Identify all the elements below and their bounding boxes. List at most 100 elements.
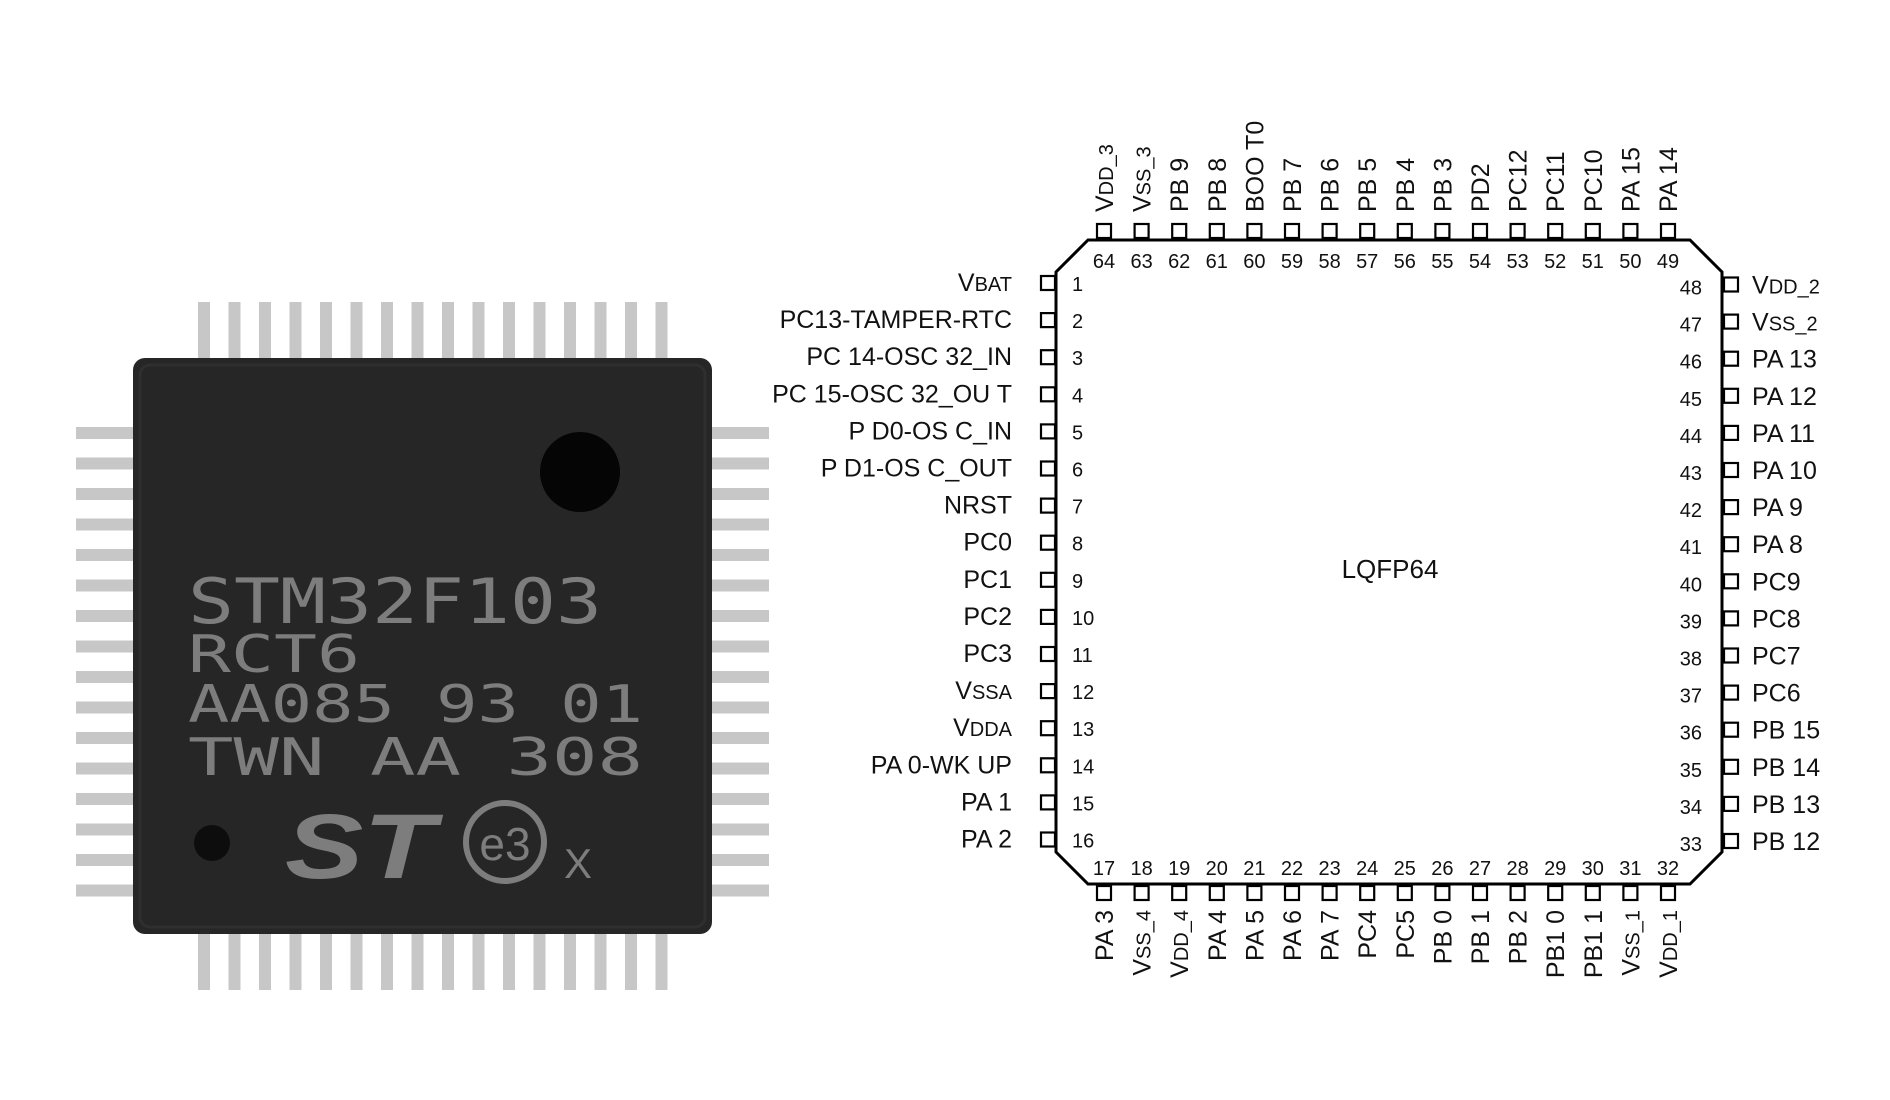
pin-number: 42 [1680, 500, 1702, 522]
pin-label: VSS_4 [1129, 910, 1157, 976]
pin-name-suffix: DD_2 [1769, 277, 1820, 299]
photo-lead-bottom [228, 932, 241, 990]
pin-label: PA 10 [1752, 457, 1817, 485]
pin-number: 40 [1680, 574, 1702, 596]
pin-number: 56 [1394, 251, 1416, 273]
pin-number: 47 [1680, 315, 1702, 337]
pin-number: 31 [1619, 858, 1641, 880]
pin-name-suffix: DD_4 [1171, 910, 1193, 961]
pin-number: 1 [1072, 274, 1083, 296]
pin-number: 32 [1657, 858, 1679, 880]
pin-number: 37 [1680, 686, 1702, 708]
pin-label: PC2 [963, 603, 1012, 631]
pin-pad [1722, 424, 1740, 441]
pin-number: 9 [1072, 571, 1083, 593]
pin-pad [1584, 222, 1601, 240]
pin-number: 26 [1431, 858, 1453, 880]
marking-line-2: RCT6 [188, 625, 360, 685]
pin-number: 2 [1072, 311, 1083, 333]
pin-label: PC9 [1752, 568, 1801, 596]
pin-label: PA 8 [1752, 531, 1803, 559]
pin-name-suffix: BAT [975, 274, 1012, 296]
pin-label: PA 5 [1241, 910, 1269, 961]
pin-name-suffix: SS_2 [1769, 314, 1818, 336]
pin-label: PA 9 [1752, 494, 1803, 522]
pin-number: 36 [1680, 723, 1702, 745]
pin-pad [1039, 720, 1057, 737]
pin-name-suffix: SSA [972, 682, 1013, 704]
pin-pad [1039, 312, 1057, 329]
photo-lead-top [381, 302, 393, 360]
photo-lead-bottom [350, 932, 363, 990]
pin-number: 16 [1072, 831, 1094, 853]
pin-number: 35 [1680, 760, 1702, 782]
pin-label: VSS_1 [1617, 910, 1645, 976]
pin-label: PA 1 [961, 788, 1012, 816]
pin-number: 24 [1356, 858, 1378, 880]
photo-lead-top [350, 302, 363, 360]
pin-label: PB 15 [1752, 717, 1820, 745]
photo-lead-right [710, 793, 769, 805]
pin-pad [1039, 349, 1057, 366]
pin-label: PB 12 [1752, 828, 1820, 856]
photo-pins [76, 302, 769, 990]
photo-lead-left [76, 701, 135, 714]
photo-lead-right [710, 762, 769, 775]
pin-number: 8 [1072, 534, 1083, 556]
pin-label: PB 4 [1392, 158, 1420, 212]
pin-number: 52 [1544, 251, 1566, 273]
pin-number: 59 [1281, 251, 1303, 273]
photo-lead-top [503, 302, 515, 360]
pin-label: PA 4 [1204, 910, 1232, 961]
pin-pad [1396, 884, 1413, 902]
pin-pad [1584, 884, 1601, 902]
pin-label: PA 7 [1317, 910, 1345, 961]
pin-pad [1359, 884, 1376, 902]
pin-number: 50 [1619, 251, 1641, 273]
photo-lead-right [710, 823, 769, 836]
pin-pad [1039, 497, 1057, 514]
pin-label: NRST [944, 492, 1012, 520]
photo-lead-bottom [320, 932, 332, 990]
pin-label: PB 8 [1204, 158, 1232, 212]
photo-lead-bottom [594, 932, 607, 990]
photo-lead-bottom [198, 932, 210, 990]
pin-label: PA 11 [1752, 420, 1815, 448]
photo-lead-top [320, 302, 332, 360]
pin-number: 25 [1394, 858, 1416, 880]
pin-label: PA 6 [1279, 910, 1307, 961]
pin-number: 12 [1072, 682, 1094, 704]
pin-label: PC6 [1752, 680, 1801, 708]
pin-pad [1722, 721, 1740, 738]
pin-label: PB 9 [1166, 158, 1194, 212]
pin-name-initial: V [1129, 959, 1157, 976]
pin-number: 57 [1356, 251, 1378, 273]
pin-pad [1171, 884, 1188, 902]
pin-label: VSS_2 [1752, 309, 1818, 337]
pin-number: 13 [1072, 719, 1094, 741]
photo-lead-top [594, 302, 607, 360]
photo-lead-left [76, 518, 135, 531]
pin-number: 27 [1469, 858, 1491, 880]
pin-number: 17 [1093, 858, 1115, 880]
pin-label: PC11 [1542, 151, 1570, 212]
pin-pad [1722, 758, 1740, 775]
pin-pad [1722, 795, 1740, 813]
photo-lead-left [76, 488, 135, 500]
pin-label: PC10 [1580, 149, 1608, 212]
pin-number: 4 [1072, 385, 1083, 407]
photo-lead-bottom [564, 932, 576, 990]
pin-pad [1471, 884, 1489, 902]
pin-pad [1434, 884, 1451, 902]
pin-pad [1471, 222, 1489, 240]
photo-lead-right [710, 854, 769, 866]
photo-lead-top [289, 302, 302, 360]
pin-pad [1039, 460, 1057, 477]
photo-lead-top [442, 302, 454, 360]
marking-line-1: STM32F103 [188, 565, 602, 638]
pin-number: 5 [1072, 422, 1083, 444]
pin-pad [1722, 276, 1740, 293]
pin-pad [1039, 794, 1057, 811]
photo-lead-right [710, 884, 769, 897]
pin-pad [1396, 222, 1413, 240]
